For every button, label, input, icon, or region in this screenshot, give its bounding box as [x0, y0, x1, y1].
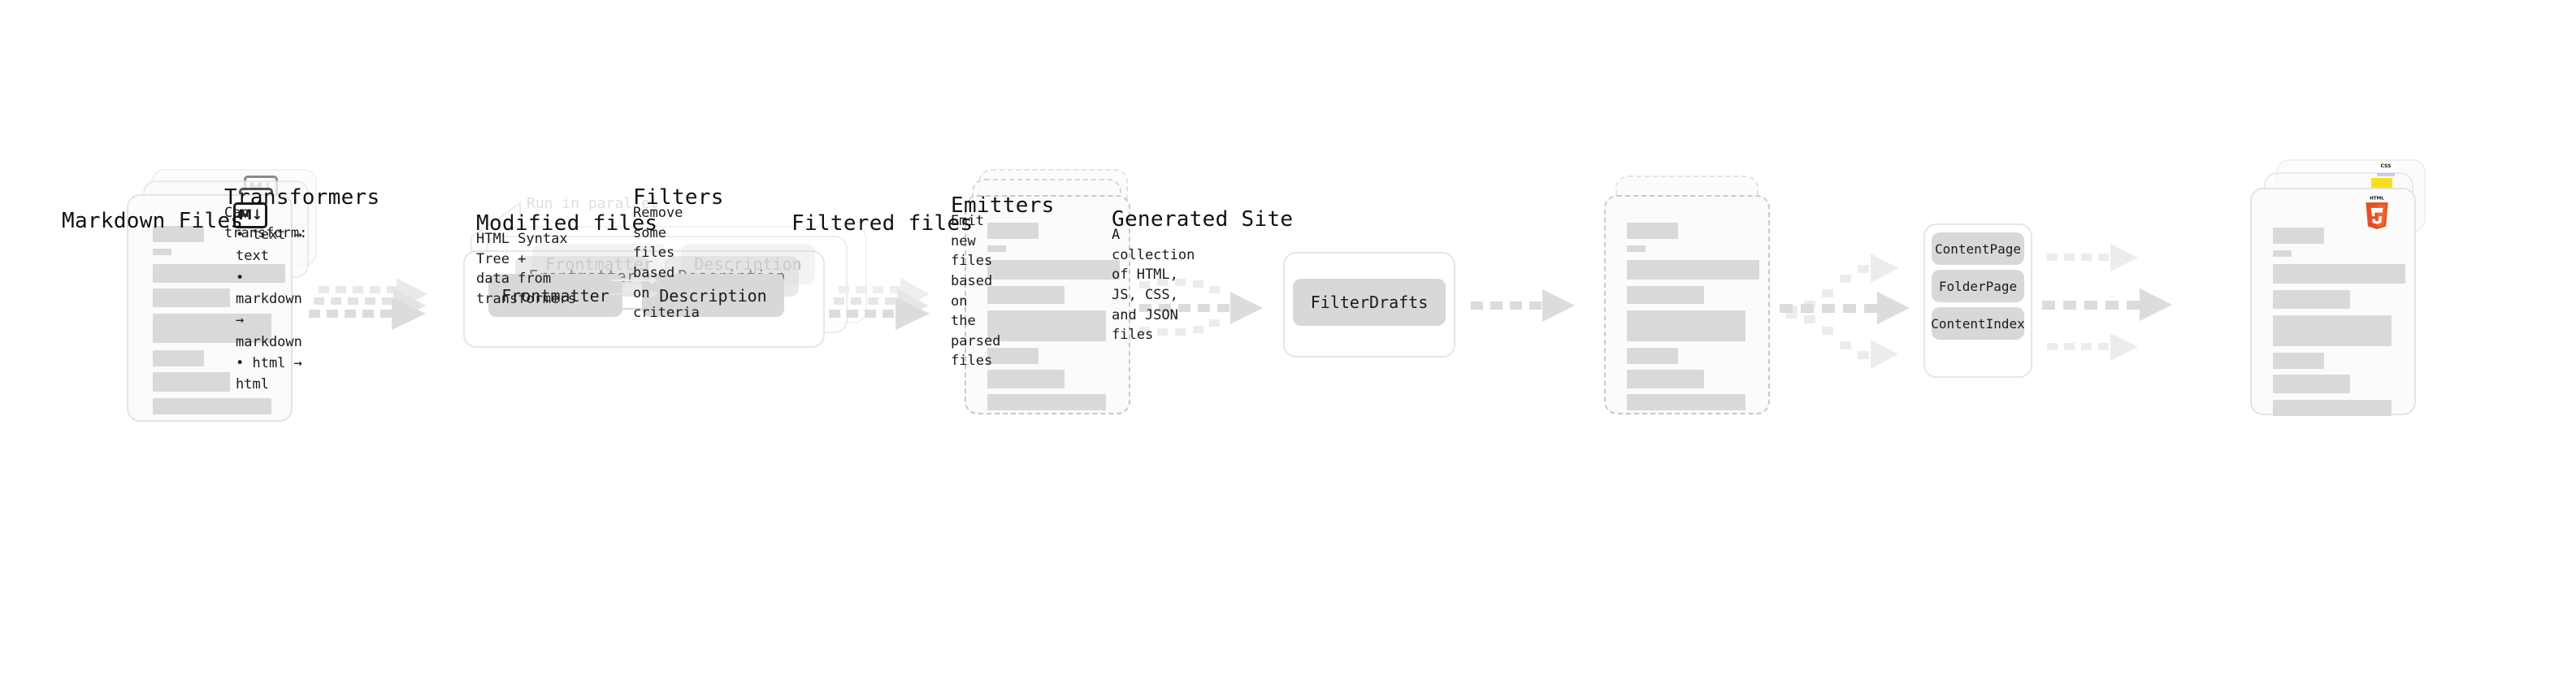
arrow-modified-to-filters — [1139, 279, 1263, 336]
arrow-transformers-to-modified — [829, 278, 930, 330]
filtered-file-card-front — [1604, 195, 1770, 414]
markdown-icon: M↓ — [233, 202, 267, 228]
stage-subtitle-filters: Remove some files based on criteria — [633, 205, 700, 322]
parallel-leader-line — [471, 202, 521, 254]
filter-chip-filterdrafts[interactable]: FilterDrafts — [1293, 279, 1446, 326]
skeleton-line — [1627, 223, 1678, 239]
stage-title-emitters: Emitters — [951, 193, 1055, 218]
skeleton-line — [987, 310, 1106, 341]
site-file-card-front — [2250, 188, 2416, 416]
emitter-chip-contentpage[interactable]: ContentPage — [1932, 232, 2024, 265]
stage-title-markdown-files: Markdown Files — [62, 209, 244, 233]
skeleton-line — [987, 245, 1006, 252]
skeleton-line — [2273, 375, 2350, 393]
stage-subtitle-generated-site: A collection of HTML, JS, CSS, and JSON … — [1112, 227, 1195, 344]
skeleton-line — [1627, 245, 1646, 252]
skeleton-line — [987, 260, 1120, 280]
skeleton-line — [153, 264, 285, 283]
arrow-filters-to-filtered — [1471, 289, 1575, 322]
stage-subtitle-emitters: Emit new files based on the parsed files — [951, 213, 1001, 370]
svg-text:HTML: HTML — [2370, 197, 2384, 202]
skeleton-line — [153, 314, 271, 343]
skeleton-line — [153, 226, 204, 242]
skeleton-line — [987, 348, 1039, 364]
html5-icon: HTML — [2366, 197, 2388, 229]
skeleton-line — [153, 288, 230, 307]
skeleton-line — [1627, 394, 1746, 410]
stage-subtitle-transformers: Can transform: — [224, 205, 308, 241]
skeleton-line — [987, 286, 1065, 304]
skeleton-line — [2273, 250, 2292, 257]
skeleton-line — [153, 249, 171, 255]
transformer-chip-description[interactable]: Description — [642, 274, 784, 317]
skeleton-line — [153, 398, 271, 414]
emitter-chip-folderpage[interactable]: FolderPage — [1932, 270, 2024, 302]
markdown-file-card-front — [127, 194, 293, 422]
skeleton-line — [2273, 228, 2324, 244]
transformer-inner-arrows — [611, 276, 660, 314]
skeleton-line — [2273, 400, 2392, 416]
arrow-emitters-to-site — [2042, 244, 2172, 361]
skeleton-line — [1627, 348, 1678, 364]
parallel-label: Run in parallel — [527, 195, 659, 212]
skeleton-line — [1627, 370, 1704, 388]
skeleton-line — [2273, 290, 2350, 309]
skeleton-line — [1627, 286, 1704, 304]
stage-title-filtered-files: Filtered files — [791, 211, 974, 236]
stage-title-generated-site: Generated Site — [1112, 207, 1294, 232]
arrow-filtered-to-emitters — [1780, 254, 1910, 369]
modified-file-card-front — [965, 195, 1130, 414]
stage-title-transformers: Transformers — [224, 185, 380, 210]
emitter-chip-contentindex[interactable]: ContentIndex — [1931, 307, 2025, 340]
skeleton-line — [2273, 353, 2324, 369]
arrow-markdown-to-transformers — [309, 278, 427, 330]
transformers-bullets: • text → text • markdown → markdown • ht… — [236, 227, 302, 393]
skeleton-line — [1627, 310, 1746, 341]
stage-title-filters: Filters — [633, 185, 724, 210]
skeleton-line — [987, 370, 1065, 388]
skeleton-line — [2273, 264, 2405, 284]
skeleton-line — [987, 394, 1106, 410]
skeleton-line — [2273, 315, 2392, 346]
transformer-chip-frontmatter[interactable]: Frontmatter — [488, 274, 622, 317]
stage-subtitle-modified-files: HTML Syntax Tree + data from transformer… — [476, 231, 576, 307]
skeleton-line — [153, 350, 204, 367]
skeleton-line — [987, 223, 1039, 239]
skeleton-line — [1627, 260, 1759, 280]
skeleton-line — [153, 372, 230, 392]
stage-title-modified-files: Modified files — [476, 211, 658, 236]
